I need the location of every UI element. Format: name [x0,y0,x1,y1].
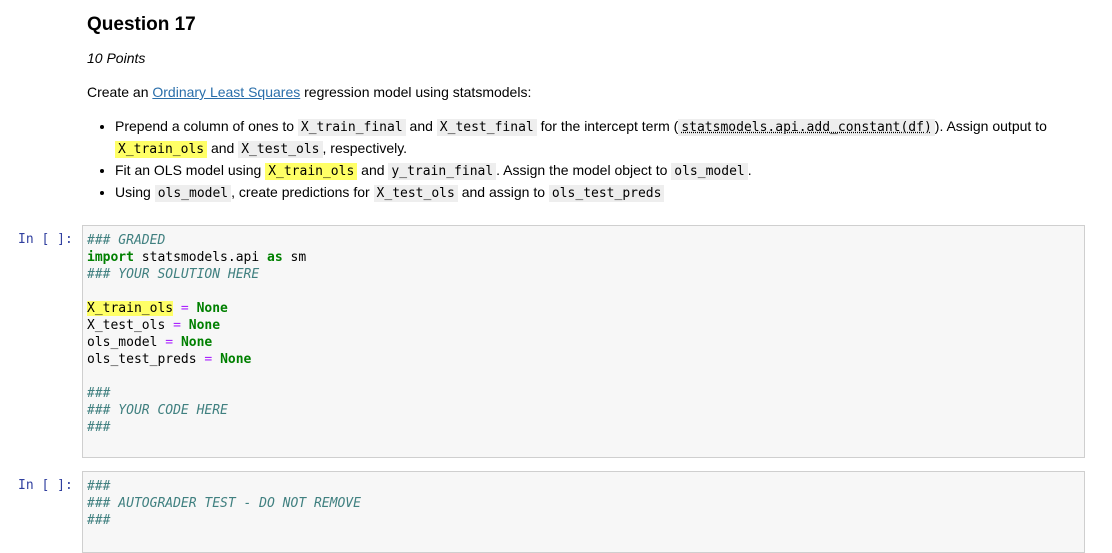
cell-prompt: In [ ]: [18,232,73,247]
code-constant: None [196,301,228,316]
code-comment: ### YOUR CODE HERE [87,403,228,418]
ols-link[interactable]: Ordinary Least Squares [152,84,301,100]
code-comment: ### GRADED [87,233,166,248]
code-add-constant: statsmodels.api.add_constant(df) [678,119,935,136]
task-text: and [207,140,239,156]
code-constant: None [220,352,252,367]
cell-prompt: In [ ]: [18,478,73,493]
task-text: . [747,162,752,178]
task-item-prepend: Prepend a column of ones to X_train_fina… [115,116,1110,160]
code-cell-graded[interactable]: ### GRADED import statsmodels.api as sm … [82,225,1085,458]
code-constant: None [188,318,221,333]
code-keyword: as [267,250,283,265]
code-x-train-final: X_train_final [297,119,406,136]
question-title: Question 17 [87,14,196,35]
code-var: ols_model [87,335,158,350]
code-comment: ### [87,479,111,494]
code-comment: ### [87,386,111,401]
code-y-train-final: y_train_final [388,163,497,180]
task-text: and assign to [457,184,549,200]
task-text: for the intercept term ( [536,118,679,134]
task-item-predict: Using ols_model, create predictions for … [115,182,1110,204]
code-x-train-ols: X_train_ols [115,141,208,158]
code-keyword: import [87,250,134,265]
code-editor[interactable]: ### ### AUTOGRADER TEST - DO NOT REMOVE … [83,472,1084,529]
code-comment: ### AUTOGRADER TEST - DO NOT REMOVE [87,496,361,511]
code-ols-model: ols_model [671,163,748,180]
task-text: Fit an OLS model using [115,162,266,178]
code-x-train-ols: X_train_ols [265,163,358,180]
code-cell-autograder[interactable]: ### ### AUTOGRADER TEST - DO NOT REMOVE … [82,471,1085,553]
task-text: , create predictions for [231,184,374,200]
code-module: statsmodels.api [133,250,268,265]
code-operator: = [165,335,174,350]
intro-text: Create an [87,84,153,100]
task-text: ). Assign output to [934,118,1047,134]
task-text: and [405,118,437,134]
task-text: , respectively. [322,140,408,156]
task-text: Using [115,184,155,200]
code-operator: = [173,318,181,333]
code-x-test-final: X_test_final [436,119,537,136]
task-text: and [357,162,389,178]
intro-text-end: regression model using statsmodels: [300,84,532,100]
code-var: X_test_ols [87,318,166,333]
code-comment: ### [87,420,111,435]
code-ols-test-preds: ols_test_preds [548,185,665,202]
code-var: X_train_ols [87,301,174,316]
code-editor[interactable]: ### GRADED import statsmodels.api as sm … [83,226,1084,436]
question-points: 10 Points [87,50,146,66]
question-intro: Create an Ordinary Least Squares regress… [87,84,531,100]
code-operator: = [204,352,213,367]
code-var: ols_test_preds [87,352,197,367]
task-list: Prepend a column of ones to X_train_fina… [87,116,1110,204]
task-item-fit: Fit an OLS model using X_train_ols and y… [115,160,1110,182]
code-x-test-ols: X_test_ols [238,141,323,158]
code-alias: sm [282,250,307,265]
code-operator: = [180,301,189,316]
task-text: . Assign the model object to [496,162,672,178]
code-comment: ### [87,513,111,528]
code-x-test-ols: X_test_ols [373,185,458,202]
code-constant: None [180,335,213,350]
task-text: Prepend a column of ones to [115,118,298,134]
code-ols-model: ols_model [154,185,232,202]
code-comment: ### YOUR SOLUTION HERE [87,267,260,282]
